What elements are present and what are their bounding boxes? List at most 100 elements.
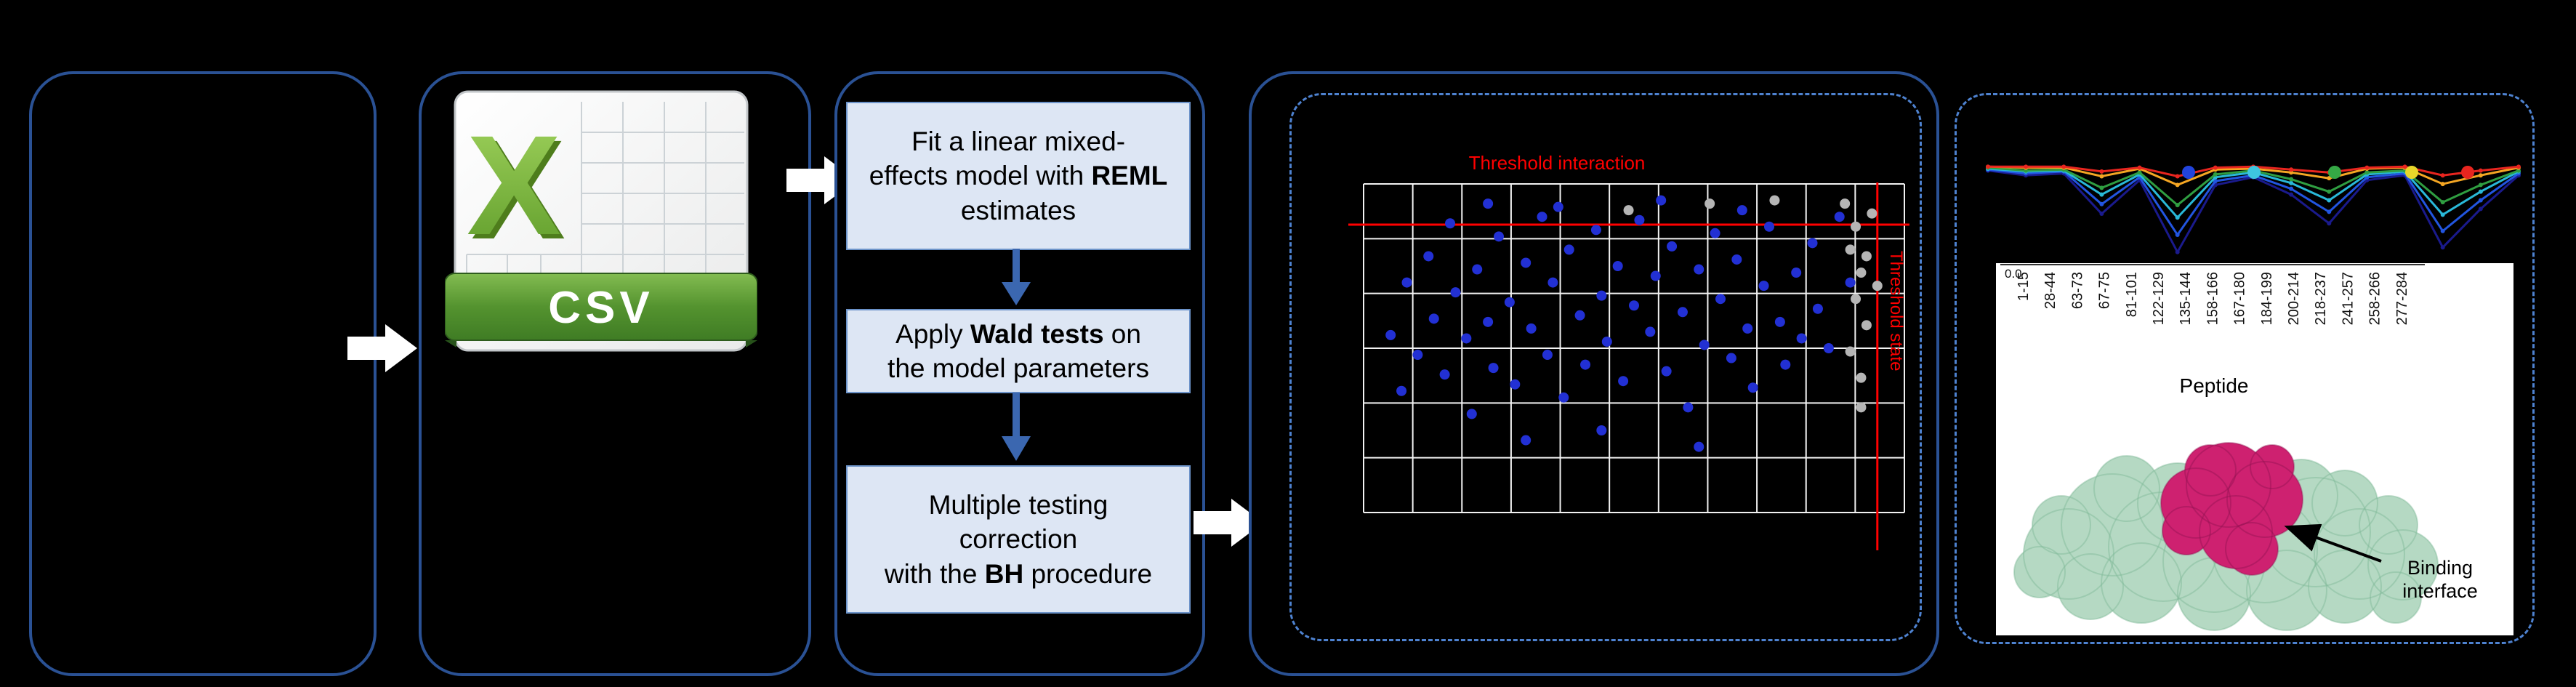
scatter-point-blue — [1601, 336, 1612, 347]
scatter-point-blue — [1428, 313, 1439, 324]
surface-lump-edge — [2308, 550, 2382, 624]
surface-lump-edge — [2359, 495, 2418, 555]
scatter-point-blue — [1596, 425, 1607, 435]
scatter-point-blue — [1694, 441, 1704, 452]
scatter-plot: Threshold interaction Threshold state — [1348, 152, 1909, 550]
scatter-point-blue — [1547, 277, 1558, 288]
peptide-tick-label: 158-166 — [2205, 272, 2221, 325]
uptake-point — [2289, 177, 2294, 182]
scatter-point-gray — [1704, 198, 1715, 209]
legend-dot — [2328, 166, 2341, 179]
scatter-point-gray — [1861, 251, 1872, 262]
uptake-point — [2137, 165, 2142, 170]
scatter-point-blue — [1563, 244, 1574, 255]
uptake-point — [2024, 164, 2029, 169]
scatter-point-blue — [1526, 323, 1537, 334]
scatter-point-blue — [1747, 382, 1758, 393]
scatter-point-blue — [1736, 205, 1747, 216]
binding-interface-label: Binding — [2407, 557, 2473, 579]
scatter-point-gray — [1851, 221, 1861, 232]
uptake-legend — [2182, 166, 2474, 179]
panel-experiment — [29, 71, 377, 676]
peptide-tick-label: 218-237 — [2313, 272, 2329, 325]
surface-lump — [2094, 456, 2160, 521]
surface-lump — [2058, 554, 2123, 619]
uptake-point — [2364, 165, 2370, 170]
uptake-point — [2175, 233, 2180, 238]
arrow-right-icon — [347, 324, 417, 372]
scatter-point-blue — [1774, 316, 1785, 327]
uptake-point — [2478, 189, 2483, 194]
csv-banner — [445, 273, 757, 341]
uptake-point — [2478, 173, 2483, 178]
peptide-tick-label: 167-180 — [2232, 272, 2248, 325]
uptake-point — [2327, 189, 2332, 194]
threshold-interaction-label: Threshold interaction — [1469, 152, 1646, 174]
step-text: Fit a linear mixed- effects model with R… — [848, 124, 1189, 228]
global-visualization-dashed-frame — [1289, 93, 1922, 641]
scatter-point-gray — [1840, 198, 1851, 209]
legend-dot — [2405, 166, 2418, 179]
scatter-point-blue — [1401, 277, 1412, 288]
uptake-point — [2440, 173, 2445, 178]
step-text-part: estimates — [960, 195, 1076, 225]
surface-lump-edge — [2370, 571, 2422, 624]
scatter-point-gray — [1856, 372, 1867, 383]
scatter-point-gray — [1856, 402, 1867, 413]
scatter-point-blue — [1472, 264, 1483, 275]
scatter-point-blue — [1667, 241, 1678, 252]
uptake-point — [2440, 182, 2445, 187]
surface-lump — [2178, 558, 2250, 630]
step-text-bold: BH — [984, 558, 1024, 589]
peptide-tick-label: 63-73 — [2069, 272, 2085, 309]
scatter-point-blue — [1439, 369, 1450, 380]
uptake-point — [2175, 215, 2180, 220]
scatter-point-blue — [1590, 225, 1601, 236]
uptake-point — [2289, 186, 2294, 191]
interface-lump — [2226, 523, 2278, 575]
interface-lump-edge — [2186, 442, 2271, 528]
peptide-tick-label: 122-129 — [2151, 272, 2167, 325]
legend-dot — [2182, 166, 2195, 179]
scatter-point-blue — [1661, 366, 1672, 377]
scatter-point-gray — [1623, 205, 1634, 216]
scatter-point-blue — [1596, 290, 1607, 301]
scatter-point-blue — [1694, 264, 1704, 275]
surface-lump-edge — [2057, 553, 2124, 620]
uptake-point — [2099, 201, 2104, 206]
uptake-point — [2099, 212, 2104, 216]
scatter-point-gray — [1856, 268, 1867, 278]
uptake-point — [2099, 192, 2104, 197]
interface-lump-edge — [2226, 461, 2303, 538]
uptake-point — [2175, 203, 2180, 208]
peptide-tick-label: 241-257 — [2340, 272, 2356, 325]
threshold-state-label: Threshold state — [1886, 251, 1906, 371]
scatter-points — [1385, 195, 1883, 452]
uptake-point — [2478, 168, 2483, 173]
peptide-tick-label: 67-75 — [2097, 272, 2113, 309]
uptake-point — [2175, 182, 2180, 188]
scatter-point-gray — [1769, 195, 1780, 206]
step-text-part: procedure — [1023, 558, 1153, 589]
scatter-point-blue — [1710, 228, 1720, 238]
step-box-bh: Multiple testing correction with the BH … — [846, 465, 1191, 614]
peptide-tick-label: 135-144 — [2178, 272, 2194, 325]
uptake-point — [2099, 185, 2104, 190]
scatter-point-blue — [1483, 316, 1494, 327]
scatter-point-blue — [1731, 254, 1742, 265]
peptide-tick-label: 184-199 — [2259, 272, 2275, 325]
surface-lump — [2309, 550, 2381, 623]
uptake-point — [2289, 180, 2294, 185]
uptake-point — [2516, 164, 2521, 169]
scatter-point-blue — [1699, 340, 1710, 350]
scatter-point-blue — [1780, 359, 1791, 370]
binding-interface-arrow — [2284, 523, 2382, 563]
step-text-part: Apply — [895, 318, 970, 349]
scatter-point-blue — [1656, 195, 1667, 206]
scatter-point-blue — [1823, 343, 1834, 353]
uptake-point — [2478, 182, 2483, 188]
scatter-point-blue — [1450, 287, 1461, 298]
scatter-point-blue — [1412, 350, 1423, 361]
